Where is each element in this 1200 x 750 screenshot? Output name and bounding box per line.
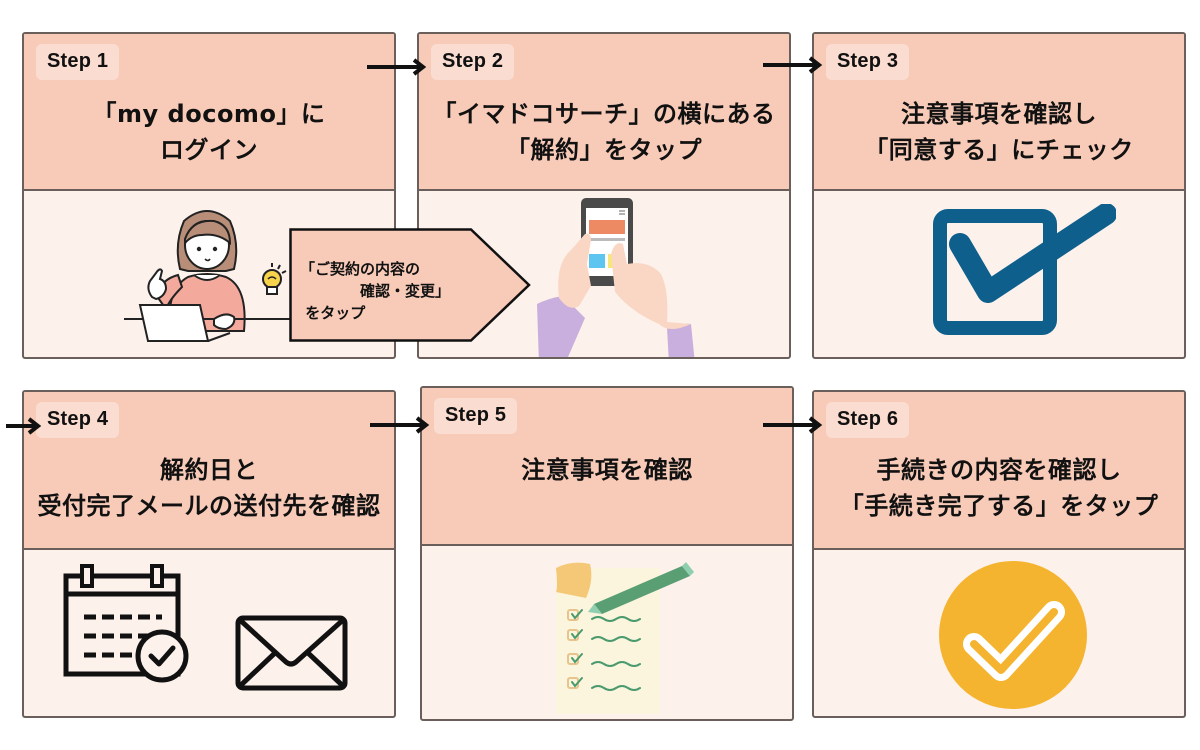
step-6-title: 手続きの内容を確認し 「手続き完了する」をタップ — [839, 456, 1159, 520]
arrow-step4-to-step5 — [370, 416, 430, 434]
step-4-badge: Step 4 — [36, 402, 120, 438]
woman-with-laptop-icon — [124, 210, 290, 342]
light-bulb-icon — [262, 263, 287, 295]
step-3-card: Step 3 注意事項を確認し 「同意する」にチェック — [812, 32, 1186, 359]
step-3-header: Step 3 注意事項を確認し 「同意する」にチェック — [814, 34, 1184, 191]
step-5-card: Step 5 注意事項を確認 — [420, 386, 794, 721]
step-4-header: Step 4 解約日と 受付完了メールの送付先を確認 — [24, 392, 394, 550]
step-6-badge: Step 6 — [826, 402, 910, 438]
envelope-icon — [235, 615, 348, 691]
checkbox-checked-icon — [933, 204, 1116, 335]
step-5-header: Step 5 注意事項を確認 — [422, 388, 792, 546]
step-1-badge: Step 1 — [36, 44, 120, 80]
step-2-badge: Step 2 — [431, 44, 515, 80]
step-6-header: Step 6 手続きの内容を確認し 「手続き完了する」をタップ — [814, 392, 1184, 550]
step-1-header: Step 1 「my docomo」に ログイン — [24, 34, 394, 191]
smartphone-tap-icon — [537, 198, 695, 357]
step-1-card: Step 1 「my docomo」に ログイン — [22, 32, 396, 359]
arrow-into-step4 — [6, 417, 42, 435]
step-5-badge: Step 5 — [434, 398, 518, 434]
step-4-card: Step 4 解約日と 受付完了メールの送付先を確認 — [22, 390, 396, 718]
step-3-title: 注意事項を確認し 「同意する」にチェック — [864, 100, 1134, 164]
step-3-badge: Step 3 — [826, 44, 910, 80]
circle-check-icon — [939, 561, 1087, 709]
arrow-step2-to-step3 — [763, 56, 823, 74]
arrow-step1-to-step2 — [367, 58, 427, 76]
step-4-title: 解約日と 受付完了メールの送付先を確認 — [37, 456, 381, 520]
step-6-card: Step 6 手続きの内容を確認し 「手続き完了する」をタップ — [812, 390, 1186, 718]
checklist-with-pen-icon — [556, 562, 694, 714]
callout-arrow-shape — [289, 228, 531, 342]
calendar-check-icon — [63, 564, 189, 683]
step-2-title: 「イマドコサーチ」の横にある 「解約」をタップ — [432, 100, 776, 164]
callout-text: 「ご契約の内容の 確認・変更」 をタップ — [300, 260, 451, 322]
step-5-title: 注意事項を確認 — [521, 456, 693, 484]
step-2-header: Step 2 「イマドコサーチ」の横にある 「解約」をタップ — [419, 34, 789, 191]
arrow-step5-to-step6 — [763, 416, 823, 434]
step-1-title: 「my docomo」に ログイン — [92, 100, 326, 164]
